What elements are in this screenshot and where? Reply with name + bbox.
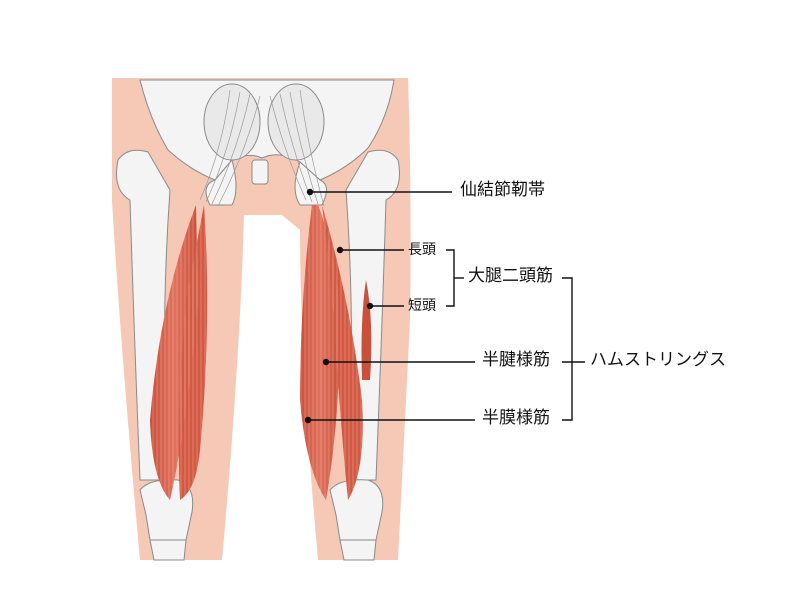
leader-lines xyxy=(304,188,585,424)
label-sacrotuberous-ligament: 仙結節靭帯 xyxy=(460,180,545,200)
label-biceps-femoris: 大腿二頭筋 xyxy=(468,266,553,286)
label-long-head: 長頭 xyxy=(408,242,436,258)
label-short-head: 短頭 xyxy=(408,298,436,314)
label-hamstrings: ハムストリングス xyxy=(590,350,726,370)
left-hamstring-muscles xyxy=(150,205,208,500)
label-semimembranosus: 半膜様筋 xyxy=(482,408,550,428)
pelvis xyxy=(139,79,395,206)
knee-bones xyxy=(139,479,384,561)
label-semitendinosus: 半腱様筋 xyxy=(482,350,550,370)
